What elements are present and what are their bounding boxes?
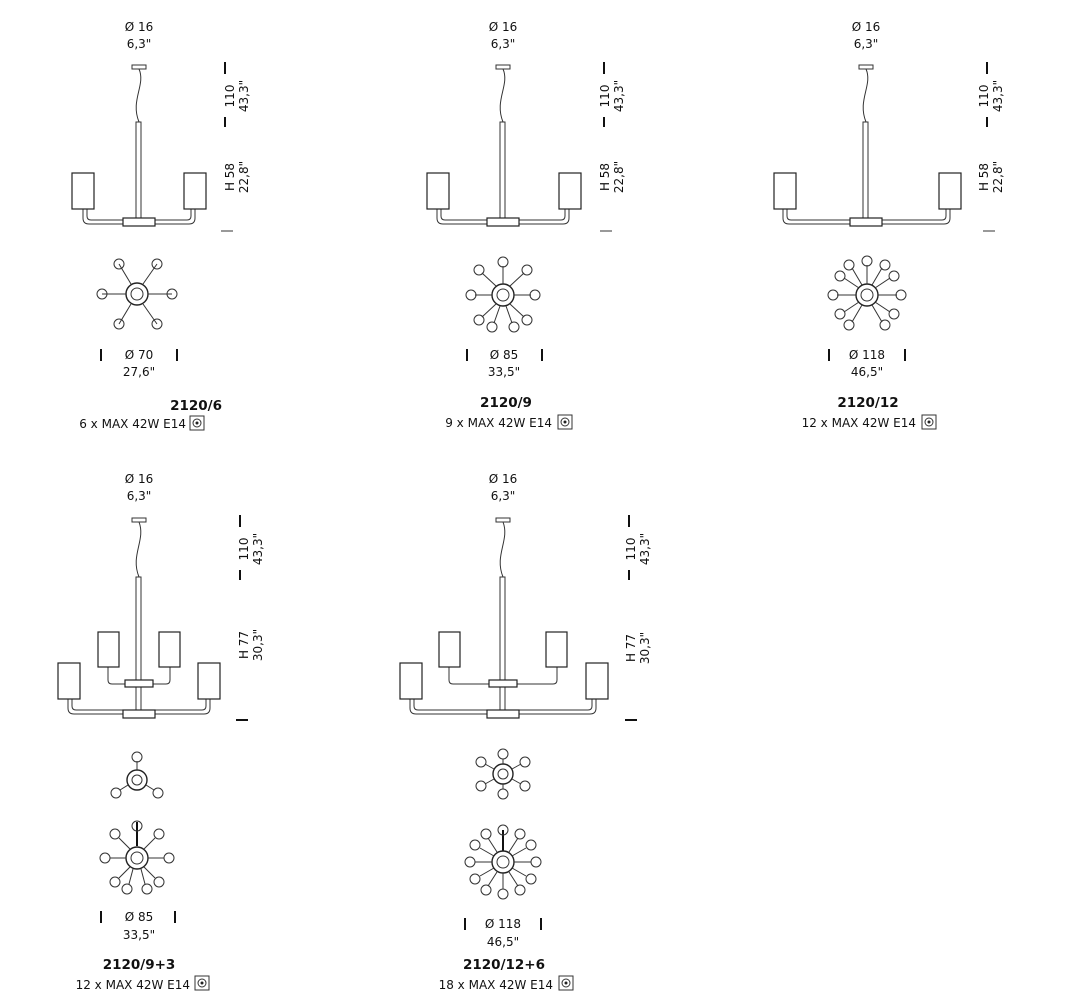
body-height-in: 30,3" [638, 632, 652, 664]
canopy-diameter-cm: Ø 16 [125, 472, 154, 486]
canopy-diameter-cm: Ø 16 [852, 20, 881, 34]
dimension-markers [221, 62, 233, 232]
fixture-diameter-in: 33,5" [123, 928, 155, 942]
top-view-drawing [465, 256, 541, 333]
cable-length-in: 43,3" [638, 533, 652, 565]
canopy-diameter-in: 6,3" [127, 37, 152, 51]
fixture-diameter-in: 46,5" [487, 935, 519, 949]
dimension-markers [600, 62, 612, 232]
side-view-drawing [773, 64, 962, 227]
fixture-2120-9: Ø 16 6,3" 110 43,3" H 58 22,8" [426, 20, 626, 430]
cable-length-cm: 110 [624, 538, 638, 561]
cable-length-cm: 110 [977, 85, 991, 108]
dimension-markers [236, 515, 248, 721]
canopy-diameter-cm: Ø 16 [489, 20, 518, 34]
cable-length-cm: 110 [237, 538, 251, 561]
body-height-in: 22,8" [237, 161, 251, 193]
fixture-2120-9-3: Ø 16 6,3" 110 43,3" H 77 30,3" [57, 472, 265, 992]
model-code: 2120/6 [170, 398, 222, 414]
lamp-spec: 18 x MAX 42W E14 [439, 978, 553, 992]
body-height-in: 30,3" [251, 629, 265, 661]
cable-length-cm: 110 [223, 85, 237, 108]
body-height-cm: H 77 [237, 631, 251, 659]
cable-length-in: 43,3" [237, 80, 251, 112]
model-code: 2120/9+3 [103, 957, 176, 973]
canopy-diameter-cm: Ø 16 [489, 472, 518, 486]
top-view-drawing [827, 255, 907, 331]
body-height-in: 22,8" [612, 161, 626, 193]
lamp-spec: 12 x MAX 42W E14 [76, 978, 190, 992]
body-height-cm: H 58 [977, 163, 991, 191]
canopy-diameter-cm: Ø 16 [125, 20, 154, 34]
bulb-class-icon [558, 975, 574, 991]
top-view-drawing [96, 258, 178, 330]
fixture-diameter-in: 33,5" [488, 365, 520, 379]
cable-length-in: 43,3" [991, 80, 1005, 112]
cable-length-in: 43,3" [251, 533, 265, 565]
top-view-lower-tier [464, 824, 542, 900]
body-height-cm: H 58 [598, 163, 612, 191]
model-code: 2120/9 [480, 395, 532, 411]
model-code: 2120/12 [837, 395, 898, 411]
side-view-drawing [57, 517, 221, 719]
fixture-2120-6: Ø 16 6,3" 110 43,3" H 58 22,8" [71, 20, 251, 431]
top-view-upper-tier [475, 748, 531, 800]
body-height-cm: H 77 [624, 634, 638, 662]
bulb-class-icon [194, 975, 210, 991]
bulb-class-icon [189, 415, 205, 431]
fixture-2120-12-6: Ø 16 6,3" 110 43,3" H 77 30,3" [399, 472, 652, 992]
fixture-diameter-cm: Ø 70 [125, 348, 154, 362]
canopy-diameter-in: 6,3" [127, 489, 152, 503]
dimension-markers [625, 515, 637, 721]
canopy-diameter-in: 6,3" [491, 37, 516, 51]
dimension-markers [983, 62, 995, 232]
fixture-diameter-cm: Ø 118 [485, 917, 521, 931]
body-height-cm: H 58 [223, 163, 237, 191]
side-view-drawing [71, 64, 207, 227]
fixture-diameter-cm: Ø 85 [490, 348, 519, 362]
fixture-diameter-cm: Ø 85 [125, 910, 154, 924]
bulb-class-icon [921, 414, 937, 430]
lamp-spec: 6 x MAX 42W E14 [79, 417, 186, 431]
cable-length-in: 43,3" [612, 80, 626, 112]
side-view-drawing [399, 517, 609, 719]
top-view-upper-tier [110, 751, 164, 799]
canopy-diameter-in: 6,3" [491, 489, 516, 503]
canopy-diameter-in: 6,3" [854, 37, 879, 51]
fixture-diameter-in: 46,5" [851, 365, 883, 379]
lamp-spec: 12 x MAX 42W E14 [802, 416, 916, 430]
lamp-spec: 9 x MAX 42W E14 [445, 416, 552, 430]
top-view-lower-tier [99, 820, 175, 895]
model-code: 2120/12+6 [463, 957, 545, 973]
fixture-diameter-in: 27,6" [123, 365, 155, 379]
fixture-2120-12: Ø 16 6,3" 110 43,3" H 58 22,8" [773, 20, 1005, 430]
side-view-drawing [426, 64, 582, 227]
body-height-in: 22,8" [991, 161, 1005, 193]
cable-length-cm: 110 [598, 85, 612, 108]
bulb-class-icon [557, 414, 573, 430]
fixture-diameter-cm: Ø 118 [849, 348, 885, 362]
